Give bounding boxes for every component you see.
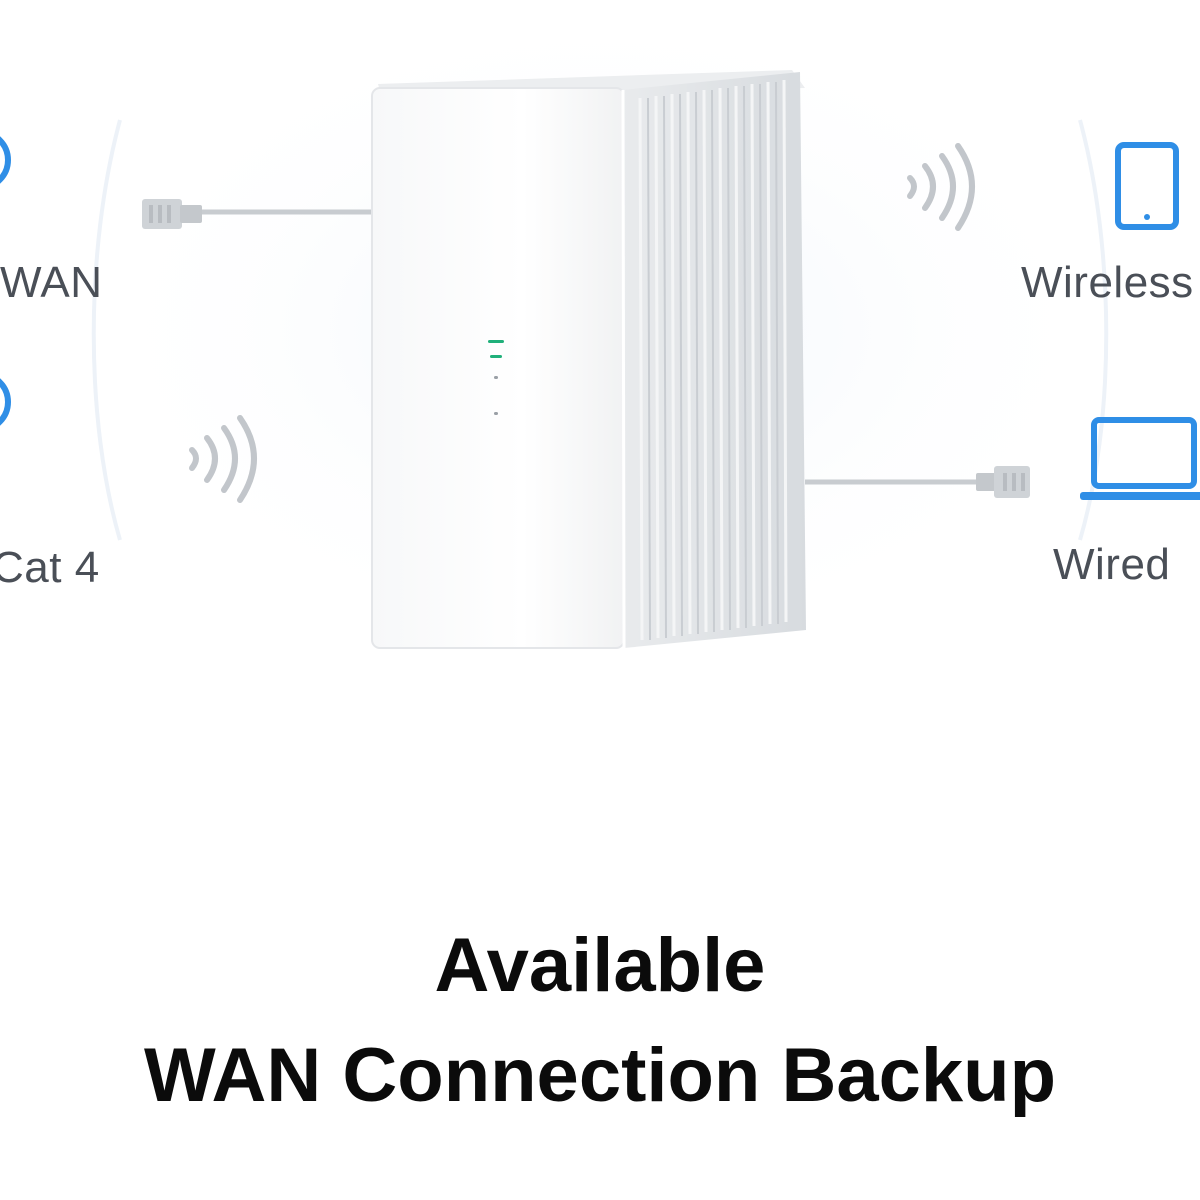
globe-icon xyxy=(0,136,11,184)
halo-arc-left xyxy=(91,119,122,541)
tablet-icon xyxy=(1115,142,1179,230)
ethernet-plug-icon xyxy=(142,199,202,229)
wired-label: Wired xyxy=(1053,540,1171,589)
wifi-waves-icon xyxy=(189,415,257,503)
ethernet-plug-icon xyxy=(976,466,1030,498)
laptop-icon xyxy=(1080,417,1200,500)
wireless-label: Wireless xyxy=(1021,258,1194,307)
led-indicator xyxy=(490,355,502,358)
router-device xyxy=(371,70,806,649)
headline-line-1: Available xyxy=(434,923,766,1008)
led-indicator xyxy=(494,412,498,415)
headline-line-2: WAN Connection Backup xyxy=(143,1033,1057,1118)
signal-icon xyxy=(0,378,11,426)
cat4-label: Cat 4 xyxy=(0,543,100,592)
led-indicator xyxy=(494,376,498,379)
led-indicator xyxy=(488,340,504,343)
halo-arc-right xyxy=(1078,119,1109,541)
wan-label: WAN xyxy=(0,258,103,307)
wifi-waves-icon xyxy=(907,143,975,231)
